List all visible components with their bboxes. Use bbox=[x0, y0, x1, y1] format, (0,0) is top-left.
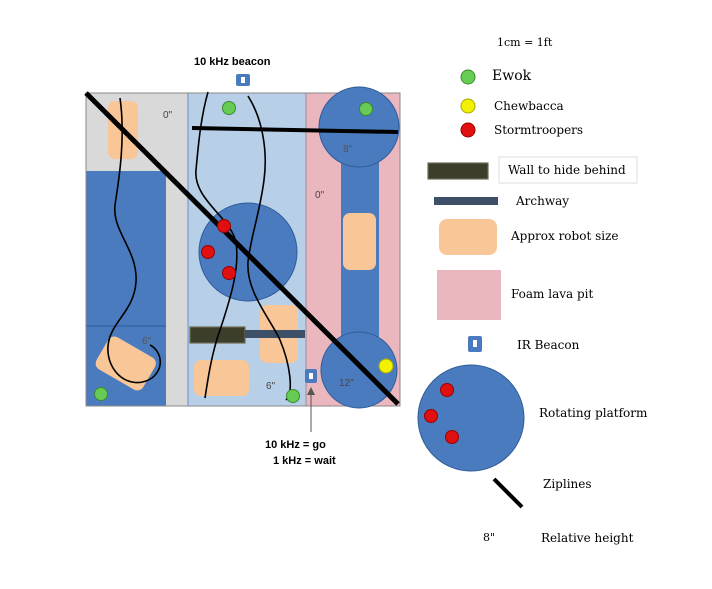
legend-zipline-icon bbox=[492, 477, 524, 509]
height-label-bottom-middle: 6" bbox=[266, 381, 276, 392]
height-label-pit: 0" bbox=[315, 190, 325, 201]
scale-label: 1cm = 1ft bbox=[497, 36, 553, 49]
legend-stormtroopers-label: Stormtroopers bbox=[494, 123, 584, 137]
robot-block bbox=[194, 360, 249, 396]
legend-wall-label: Wall to hide behind bbox=[508, 163, 626, 177]
robot-path bbox=[195, 91, 238, 399]
zone-gray-strip bbox=[166, 93, 188, 406]
legend-chewbacca-icon bbox=[460, 98, 476, 114]
legend-chewbacca-label: Chewbacca bbox=[494, 99, 564, 113]
robot-path bbox=[107, 97, 161, 384]
height-label-bottom-right: 12" bbox=[339, 378, 354, 389]
legend-platform-stormtrooper bbox=[440, 383, 454, 397]
legend-ir-beacon-label: IR Beacon bbox=[517, 338, 580, 352]
beacon-label: 10 kHz beacon bbox=[194, 56, 271, 68]
legend-archway-icon bbox=[434, 197, 498, 205]
ewok-marker bbox=[286, 389, 300, 403]
robot-block bbox=[95, 336, 156, 391]
legend-robot-icon bbox=[439, 219, 497, 255]
legend-lava-icon bbox=[437, 270, 501, 320]
zipline bbox=[84, 91, 400, 406]
signal-go-label: 10 kHz = go bbox=[265, 439, 326, 451]
ir-beacon-bottom-inner bbox=[309, 373, 313, 379]
legend-relative-height-label: Relative height bbox=[541, 531, 634, 545]
legend-ewok-label: Ewok bbox=[492, 68, 532, 84]
stormtrooper-marker bbox=[201, 245, 215, 259]
legend-lava-label: Foam lava pit bbox=[511, 287, 594, 301]
archway bbox=[245, 330, 305, 338]
arena-border bbox=[85, 92, 401, 407]
legend-height-sample: 8" bbox=[483, 531, 496, 544]
legend-platform-stormtrooper bbox=[445, 430, 459, 444]
robot-path bbox=[247, 95, 292, 401]
ewok-marker bbox=[222, 101, 236, 115]
legend-stormtrooper-icon bbox=[460, 122, 476, 138]
stormtrooper-marker bbox=[222, 266, 236, 280]
legend-platform-label: Rotating platform bbox=[539, 406, 648, 420]
legend-wall-icon bbox=[427, 162, 489, 180]
height-label-top-right: 8" bbox=[343, 144, 353, 155]
platform-top-right bbox=[318, 86, 400, 168]
platform-bottom-right bbox=[320, 331, 398, 409]
ewok-marker bbox=[359, 102, 373, 116]
legend-platform-stormtrooper bbox=[424, 409, 438, 423]
legend-ewok-icon bbox=[460, 69, 476, 85]
legend-archway-label: Archway bbox=[516, 194, 570, 208]
chewbacca-marker bbox=[378, 358, 394, 374]
stormtrooper-marker bbox=[217, 219, 231, 233]
legend-wall-text-box bbox=[498, 156, 638, 184]
legend-robot-label: Approx robot size bbox=[511, 229, 619, 243]
legend-ziplines-label: Ziplines bbox=[543, 477, 592, 491]
robot-block bbox=[343, 213, 376, 270]
height-label-top-left: 0" bbox=[163, 110, 173, 121]
zipline bbox=[191, 126, 399, 134]
ir-beacon-top-inner bbox=[241, 77, 245, 83]
signal-arrow-head bbox=[307, 387, 315, 395]
signal-wait-label: 1 kHz = wait bbox=[273, 455, 336, 467]
height-label-bottom-left: 6" bbox=[142, 336, 152, 347]
ewok-marker bbox=[94, 387, 108, 401]
legend-ir-beacon-icon-inner bbox=[473, 340, 477, 347]
